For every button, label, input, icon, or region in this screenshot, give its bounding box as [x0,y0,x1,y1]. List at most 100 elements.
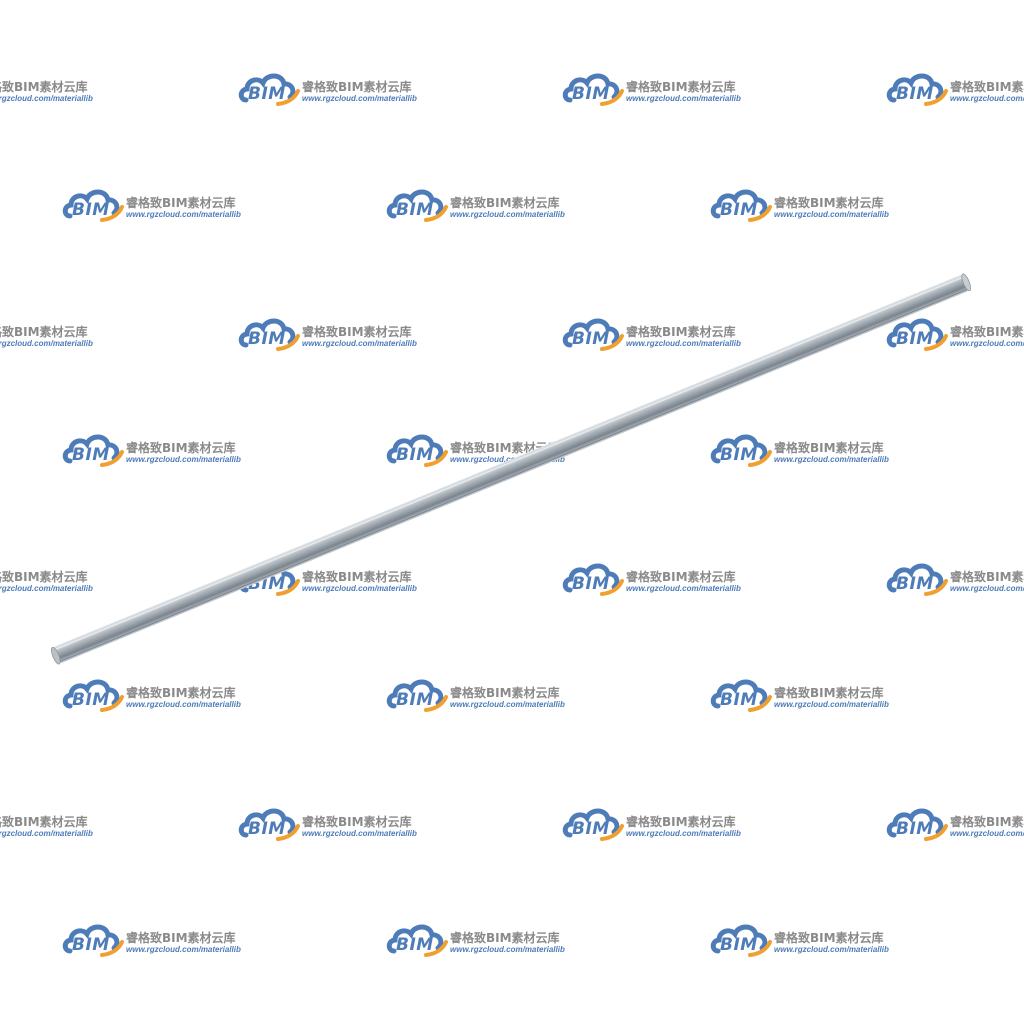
logo-text: BIM [896,574,934,594]
brand-name: 睿格致BIM素材云库 [126,686,236,700]
logo-text: BIM [572,84,610,104]
brand-name: 睿格致BIM素材云库 [774,196,884,210]
cloud-logo-icon [386,434,448,467]
cloud-logo-icon [710,434,772,467]
brand-url: www.rgzcloud.com/materiallib [774,700,889,709]
brand-name: 睿格致BIM素材云库 [950,80,1024,94]
logo-text: BIM [72,935,110,955]
brand-url: www.rgzcloud.com/materiallib [0,339,93,348]
brand-url: www.rgzcloud.com/materiallib [126,455,241,464]
brand-name: 睿格致BIM素材云库 [450,196,560,210]
brand-url: www.rgzcloud.com/materiallib [302,339,417,348]
brand-url: www.rgzcloud.com/materiallib [950,94,1024,103]
logo-text: BIM [72,690,110,710]
brand-url: www.rgzcloud.com/materiallib [0,584,93,593]
brand-url: www.rgzcloud.com/materiallib [450,945,565,954]
brand-url: www.rgzcloud.com/materiallib [302,829,417,838]
watermark: BIM 睿格致BIM素材云库www.rgzcloud.com/materialli… [886,805,1024,845]
logo-text: BIM [72,200,110,220]
brand-name: 睿格致BIM素材云库 [450,931,560,945]
logo-text: BIM [720,690,758,710]
cloud-logo-icon [238,318,300,351]
cloud-logo-icon [386,189,448,222]
watermark: BIM睿格致BIM素材云库www.rgzcloud.com/materialli… [0,560,104,600]
watermark: BIM 睿格致BIM素材云库www.rgzcloud.com/materialli… [886,70,1024,110]
logo-text: BIM [248,819,286,839]
cloud-logo-icon [562,563,624,596]
watermark: BIM睿格致BIM素材云库www.rgzcloud.com/materialli… [0,315,104,355]
cloud-logo-icon [710,924,772,957]
brand-url: www.rgzcloud.com/materiallib [302,584,417,593]
cloud-logo-icon [886,808,948,841]
brand-url: www.rgzcloud.com/materiallib [126,210,241,219]
watermark: BIM睿格致BIM素材云库www.rgzcloud.com/materialli… [886,560,1024,600]
logo-text: BIM [396,935,434,955]
logo-text: BIM [896,84,934,104]
brand-url: www.rgzcloud.com/materiallib [950,829,1024,838]
brand-url: www.rgzcloud.com/materiallib [774,210,889,219]
cloud-logo-icon [562,318,624,351]
rod-end-right [961,273,972,292]
brand-name: 睿格致BIM素材云库 [0,80,88,94]
logo-text: BIM [720,935,758,955]
cloud-logo-icon [886,73,948,106]
brand-name: 睿格致BIM素材云库 [774,441,884,455]
brand-name: 睿格致BIM素材云库 [302,325,412,339]
brand-name: 睿格致BIM素材云库 [126,441,236,455]
brand-name: 睿格致BIM素材云库 [0,570,88,584]
brand-url: www.rgzcloud.com/materiallib [626,584,741,593]
brand-name: 睿格致BIM素材云库 [0,815,88,829]
brand-name: 睿格致BIM素材云库 [302,80,412,94]
brand-url: www.rgzcloud.com/materiallib [450,210,565,219]
brand-name: 睿格致BIM素材云库 [126,931,236,945]
watermark: BIM睿格致BIM素材云库www.rgzcloud.com/materialli… [0,70,104,110]
brand-name: 睿格致BIM素材云库 [626,570,736,584]
watermark: BIM睿格致BIM素材云库www.rgzcloud.com/materialli… [0,805,104,845]
cloud-logo-icon [562,73,624,106]
brand-name: 睿格致BIM素材云库 [302,815,412,829]
brand-url: www.rgzcloud.com/materiallib [774,455,889,464]
brand-url: www.rgzcloud.com/materiallib [774,945,889,954]
brand-name: 睿格致BIM素材云库 [950,570,1024,584]
logo-text: BIM [248,329,286,349]
cloud-logo-icon [386,924,448,957]
brand-url: www.rgzcloud.com/materiallib [450,455,565,464]
logo-text: BIM [572,329,610,349]
cloud-logo-icon [710,679,772,712]
logo-text: BIM [72,445,110,465]
logo-text: BIM [896,819,934,839]
brand-url: www.rgzcloud.com/materiallib [450,700,565,709]
brand-name: 睿格致BIM素材云库 [302,570,412,584]
watermark: BIM睿格致BIM素材云库www.rgzcloud.com/materialli… [886,315,1024,355]
brand-url: www.rgzcloud.com/materiallib [626,829,741,838]
cloud-logo-icon [62,189,124,222]
rod-end-left [50,646,61,665]
cloud-logo-icon [238,73,300,106]
brand-name: 睿格致BIM素材云库 [950,325,1024,339]
logo-text: BIM [572,574,610,594]
brand-name: 睿格致BIM素材云库 [950,815,1024,829]
brand-name: 睿格致BIM素材云库 [126,196,236,210]
cloud-logo-icon [886,563,948,596]
cloud-logo-icon [562,808,624,841]
cloud-logo-icon [62,679,124,712]
logo-text: BIM [396,200,434,220]
brand-name: 睿格致BIM素材云库 [626,80,736,94]
brand-name: 睿格致BIM素材云库 [774,686,884,700]
cloud-logo-icon [386,679,448,712]
logo-text: BIM [720,445,758,465]
brand-url: www.rgzcloud.com/materiallib [950,339,1024,348]
